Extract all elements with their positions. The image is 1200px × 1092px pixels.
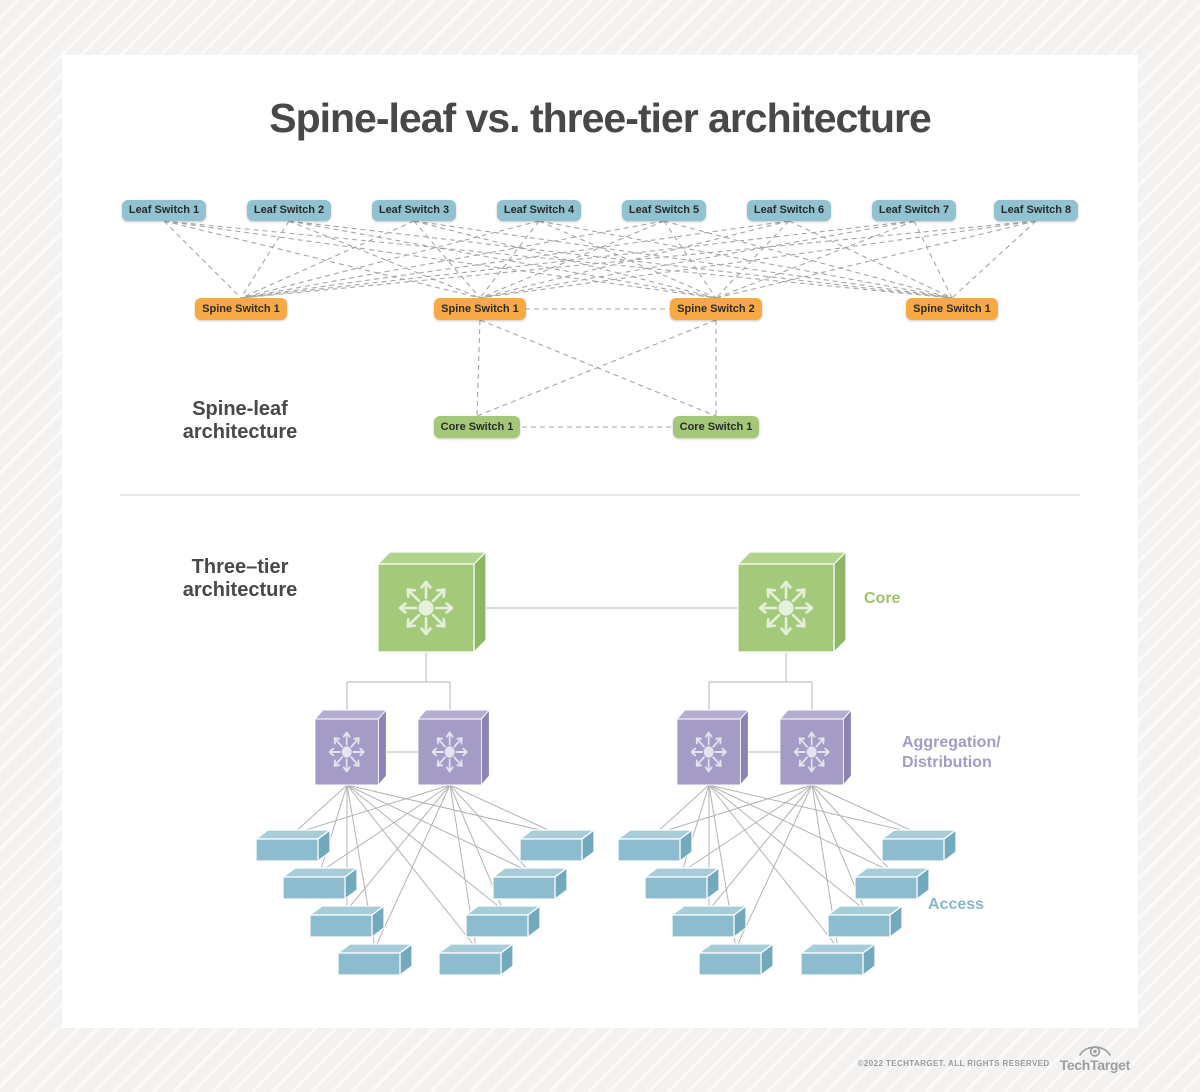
access-switch-icon — [309, 905, 385, 938]
access-switch-icon — [854, 867, 930, 900]
core-switch-icon — [738, 552, 846, 652]
three-tier-links — [346, 607, 813, 753]
access-switch-icon — [438, 943, 514, 976]
spine-leaf-label-line1: Spine-leaf — [192, 398, 288, 420]
aggregation-tier-label: Aggregation/ Distribution — [902, 733, 1001, 773]
spine-switch-node: Spine Switch 1 — [906, 298, 998, 320]
spine-core-links — [476, 308, 717, 428]
leaf-switch-node: Leaf Switch 2 — [247, 200, 331, 221]
leaf-switch-node: Leaf Switch 8 — [994, 200, 1078, 221]
spine-leaf-section-label: Spine-leaf architecture — [130, 398, 350, 444]
access-tier-label: Access — [928, 896, 985, 913]
techtarget-logo: TechTarget — [1060, 1042, 1130, 1073]
aggregation-switch-icon — [315, 710, 386, 785]
aggregation-switch-icon — [780, 710, 851, 785]
core-tier-label: Core — [864, 590, 901, 607]
access-switch-icon — [492, 867, 568, 900]
access-switch-icon — [255, 829, 331, 862]
leaf-switch-node: Leaf Switch 1 — [122, 200, 206, 221]
three-tier-label-line1: Three–tier — [191, 556, 289, 578]
spine-switch-node: Spine Switch 1 — [434, 298, 526, 320]
access-switch-icon — [465, 905, 541, 938]
leaf-switch-node: Leaf Switch 4 — [497, 200, 581, 221]
access-switch-icon — [827, 905, 903, 938]
access-switch-icon — [617, 829, 693, 862]
eye-icon — [1078, 1046, 1111, 1057]
leaf-spine-links — [163, 220, 1037, 299]
leaf-switch-node: Leaf Switch 6 — [747, 200, 831, 221]
page-title: Spine-leaf vs. three-tier architecture — [269, 95, 932, 141]
access-switch-icon — [337, 943, 413, 976]
three-tier-nodes — [315, 552, 851, 785]
core-switch-icon — [378, 552, 486, 652]
leaf-switch-node: Leaf Switch 3 — [372, 200, 456, 221]
diagram-canvas — [120, 220, 1080, 976]
three-tier-label-line2: architecture — [182, 579, 298, 601]
aggregation-switch-icon — [677, 710, 748, 785]
brand-wordmark: TechTarget — [1059, 1057, 1131, 1073]
footer: ©2022 TECHTARGET. ALL RIGHTS RESERVED Te… — [858, 1042, 1130, 1073]
access-switch-icon — [519, 829, 595, 862]
core-switch-node: Core Switch 1 — [673, 416, 759, 438]
access-nodes — [255, 829, 957, 976]
access-switch-icon — [698, 943, 774, 976]
aggregation-access-links — [292, 784, 920, 949]
copyright-text: ©2022 TECHTARGET. ALL RIGHTS RESERVED — [857, 1059, 1050, 1068]
spine-leaf-label-line2: architecture — [182, 421, 298, 443]
leaf-switch-node: Leaf Switch 7 — [872, 200, 956, 221]
access-switch-icon — [671, 905, 747, 938]
three-tier-section-label: Three–tier architecture — [130, 556, 350, 602]
spine-switch-node: Spine Switch 2 — [670, 298, 762, 320]
aggregation-label-line1: Aggregation/ — [902, 734, 1001, 751]
aggregation-label-line2: Distribution — [902, 754, 992, 771]
infographic-card: Spine-leaf vs. three-tier architecture L… — [62, 55, 1138, 1028]
access-switch-icon — [282, 867, 358, 900]
access-switch-icon — [800, 943, 876, 976]
access-switch-icon — [644, 867, 720, 900]
aggregation-switch-icon — [418, 710, 489, 785]
core-switch-node: Core Switch 1 — [434, 416, 520, 438]
access-switch-icon — [881, 829, 957, 862]
spine-switch-node: Spine Switch 1 — [195, 298, 287, 320]
leaf-switch-node: Leaf Switch 5 — [622, 200, 706, 221]
